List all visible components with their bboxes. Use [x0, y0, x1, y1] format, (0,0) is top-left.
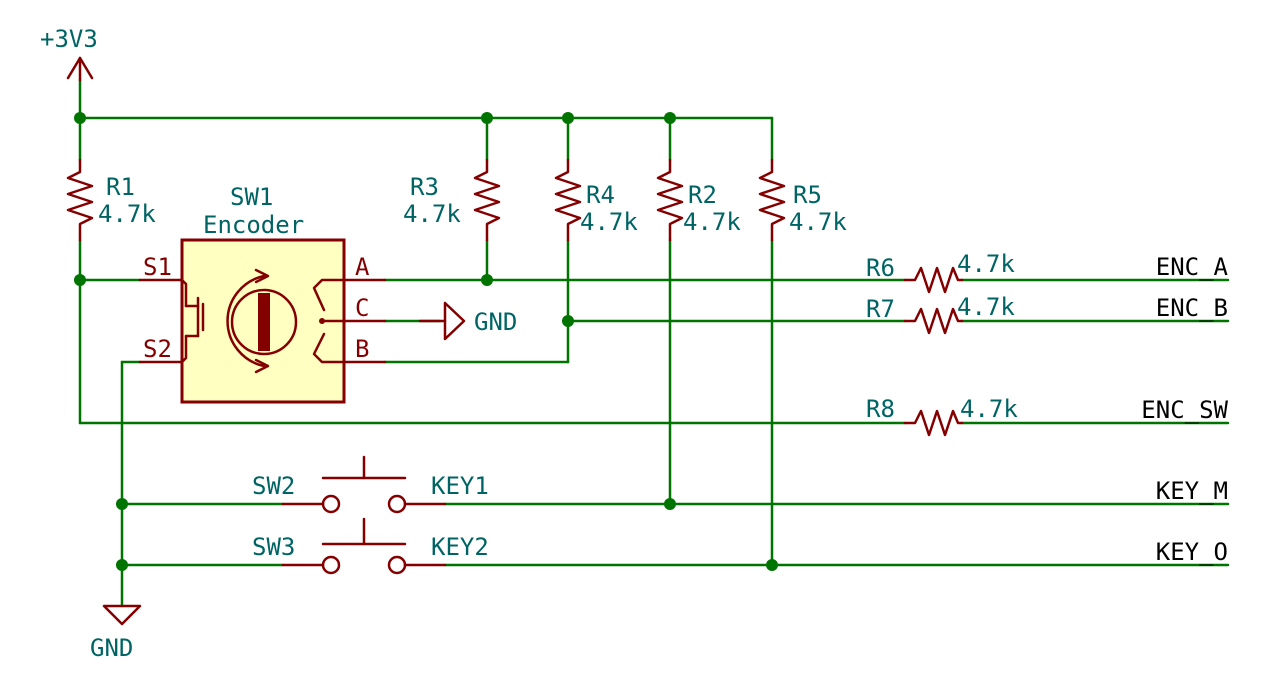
junction-dot	[74, 274, 86, 286]
resistor-r8: R8 4.7k	[866, 395, 1018, 437]
gnd-symbol-encoder: GND	[418, 301, 517, 341]
resistor-r2: R2 4.7k	[656, 158, 741, 242]
encoder-value: Encoder	[203, 211, 304, 239]
resistor-value: 4.7k	[957, 293, 1015, 321]
resistor-icon	[758, 158, 786, 242]
vcc-label: +3V3	[40, 25, 98, 53]
resistor-r5: R5 4.7k	[758, 158, 847, 242]
net-labels: ENC_A ENC_B ENC_SW KEY_M KEY_O	[1141, 253, 1228, 566]
resistor-value: 4.7k	[960, 395, 1018, 423]
switch-value: KEY1	[431, 472, 489, 500]
resistor-ref: R7	[866, 295, 895, 323]
pin-label-b: B	[355, 335, 369, 363]
gnd-label: GND	[90, 634, 133, 662]
gnd-encoder-label: GND	[474, 308, 517, 336]
junctions	[74, 112, 778, 571]
resistor-icon	[473, 158, 501, 242]
junction-dot	[562, 315, 574, 327]
pin-label-s1: S1	[143, 253, 172, 281]
encoder-sw1: SW1 Encoder S1 S2 A C B	[138, 183, 387, 404]
switch-sw2: SW2 KEY1	[252, 455, 489, 514]
pin-label-c: C	[355, 294, 369, 322]
resistor-icon	[554, 158, 582, 242]
resistor-ref: R4	[586, 181, 615, 209]
resistor-icon	[656, 158, 684, 242]
junction-dot	[116, 498, 128, 510]
resistor-r1: R1 4.7k	[66, 158, 156, 242]
resistor-ref: R1	[106, 173, 135, 201]
resistor-icon	[903, 409, 964, 437]
net-label-key-o: KEY_O	[1156, 538, 1228, 566]
net-label-enc-a: ENC_A	[1156, 253, 1229, 281]
pin-label-a: A	[355, 253, 370, 281]
switch-ref: SW2	[252, 472, 295, 500]
switch-ref: SW3	[252, 533, 295, 561]
resistor-value: 4.7k	[957, 250, 1015, 278]
net-label-key-m: KEY_M	[1156, 477, 1228, 505]
resistor-icon	[66, 158, 94, 242]
junction-dot	[562, 112, 574, 124]
resistor-value: 4.7k	[580, 208, 638, 236]
ground-icon	[102, 604, 142, 626]
resistor-ref: R5	[793, 181, 822, 209]
junction-dot	[664, 112, 676, 124]
encoder-body	[180, 238, 346, 404]
resistor-r3: R3 4.7k	[403, 158, 501, 242]
resistor-r6: R6 4.7k	[866, 250, 1015, 294]
junction-dot	[74, 112, 86, 124]
resistor-value: 4.7k	[98, 200, 156, 228]
junction-dot	[664, 498, 676, 510]
resistor-ref: R2	[688, 181, 717, 209]
resistor-value: 4.7k	[789, 208, 847, 236]
junction-dot	[116, 559, 128, 571]
net-label-enc-b: ENC_B	[1156, 294, 1228, 322]
encoder-knob-icon	[226, 268, 298, 374]
switch-value: KEY2	[431, 533, 489, 561]
resistor-ref: R3	[410, 173, 439, 201]
resistor-ref: R8	[866, 395, 895, 423]
junction-dot	[481, 112, 493, 124]
wires	[78, 78, 1230, 608]
vcc-symbol: +3V3	[40, 25, 98, 82]
resistor-icon	[903, 266, 964, 294]
resistor-value: 4.7k	[403, 200, 461, 228]
resistor-icon	[903, 307, 964, 335]
encoder-ref: SW1	[230, 183, 273, 211]
resistor-r7: R7 4.7k	[866, 293, 1015, 335]
resistor-r4: R4 4.7k	[554, 158, 638, 242]
gnd-symbol-main: GND	[90, 604, 142, 662]
net-label-enc-sw: ENC_SW	[1141, 396, 1228, 424]
switch-sw3: SW3 KEY2	[252, 517, 489, 575]
resistor-value: 4.7k	[683, 208, 741, 236]
ground-icon	[443, 301, 466, 341]
junction-dot	[766, 559, 778, 571]
resistor-ref: R6	[866, 254, 895, 282]
junction-dot	[481, 274, 493, 286]
pin-label-s2: S2	[143, 335, 172, 363]
